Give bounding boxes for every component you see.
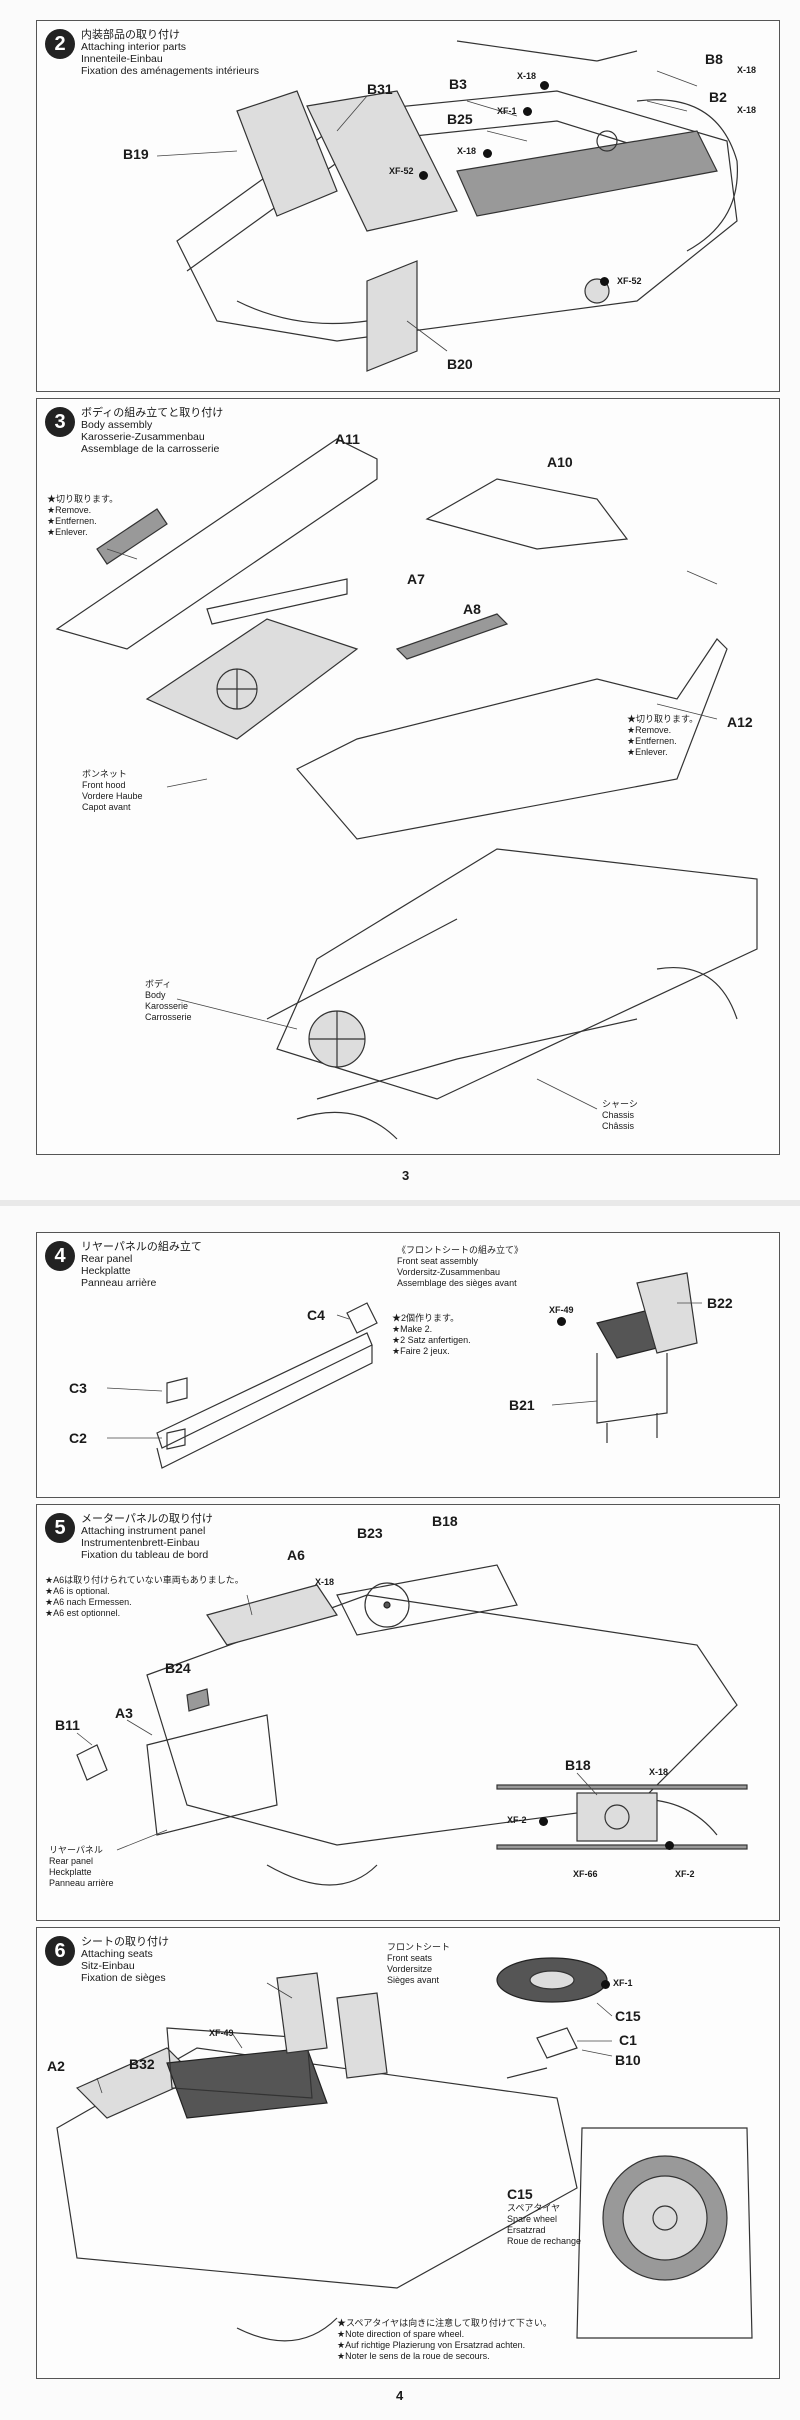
paint-xf52: XF-52 — [617, 276, 642, 286]
step-3-header: 3 ボディの組み立てと取り付け Body assembly Karosserie… — [45, 407, 223, 455]
spare-wheel-note: ★スペアタイヤは向きに注意して取り付けて下さい。 ★Note direction… — [337, 2318, 552, 2361]
part-b32: B32 — [129, 2056, 155, 2072]
part-b2: B2 — [709, 89, 727, 105]
step-number: 4 — [45, 1241, 75, 1271]
step-number: 5 — [45, 1513, 75, 1543]
step-5-panel: 5 メーターパネルの取り付け Attaching instrument pane… — [36, 1504, 780, 1921]
paint-dot — [539, 1817, 548, 1826]
step-4-header: 4 リヤーパネルの組み立て Rear panel Heckplatte Pann… — [45, 1241, 202, 1289]
paint-dot — [665, 1841, 674, 1850]
step-3-panel: 3 ボディの組み立てと取り付け Body assembly Karosserie… — [36, 398, 780, 1155]
part-b18-detail: B18 — [565, 1757, 591, 1773]
paint-xf49: XF-49 — [209, 2028, 234, 2038]
part-c2: C2 — [69, 1430, 87, 1446]
step-title: シートの取り付け Attaching seats Sitz-Einbau Fix… — [81, 1936, 169, 1984]
part-a6: A6 — [287, 1547, 305, 1563]
page-number: 4 — [396, 2388, 404, 2403]
page-3: 2 内装部品の取り付け Attaching interior parts Inn… — [0, 0, 800, 1200]
body-assembly-diagram — [55, 438, 758, 1140]
part-c4: C4 — [307, 1307, 325, 1323]
step-4-panel: 4 リヤーパネルの組み立て Rear panel Heckplatte Pann… — [36, 1232, 780, 1498]
rear-panel-diagram — [106, 1272, 702, 1469]
part-b10: B10 — [615, 2052, 641, 2068]
page-number: 3 — [402, 1168, 410, 1183]
paint-xf1: XF-1 — [613, 1978, 633, 1988]
part-a10: A10 — [547, 454, 573, 470]
part-b20: B20 — [447, 356, 473, 372]
remove-note-right: ★切り取ります。 ★Remove. ★Entfernen. ★Enlever. — [627, 714, 699, 757]
paint-dot — [601, 1980, 610, 1989]
part-c3: C3 — [69, 1380, 87, 1396]
rear-panel-caption: リヤーパネル Rear panel Heckplatte Panneau arr… — [49, 1845, 114, 1888]
front-seats-caption: フロントシート Front seats Vordersitze Sièges a… — [387, 1942, 451, 1985]
step-6-panel: 6 シートの取り付け Attaching seats Sitz-Einbau F… — [36, 1927, 780, 2379]
paint-dot — [557, 1317, 566, 1326]
step-number: 3 — [45, 407, 75, 437]
paint-x18: X-18 — [737, 65, 757, 75]
part-b22: B22 — [707, 1295, 733, 1311]
step-title: リヤーパネルの組み立て Rear panel Heckplatte Pannea… — [81, 1241, 202, 1289]
part-b23: B23 — [357, 1525, 383, 1541]
part-b21: B21 — [509, 1397, 535, 1413]
part-a11: A11 — [335, 431, 360, 447]
step-2-header: 2 内装部品の取り付け Attaching interior parts Inn… — [45, 29, 259, 77]
part-b31: B31 — [367, 81, 393, 97]
part-b19: B19 — [123, 146, 149, 162]
part-b25: B25 — [447, 111, 473, 127]
step-title: ボディの組み立てと取り付け Body assembly Karosserie-Z… — [81, 407, 224, 455]
seats-spare-wheel-diagram — [56, 1957, 753, 2342]
paint-xf2: XF-2 — [675, 1869, 695, 1879]
step-number: 6 — [45, 1936, 75, 1966]
part-c15-spare: C15 — [507, 2186, 533, 2202]
part-c15: C15 — [615, 2008, 641, 2024]
remove-note-left: ★切り取ります。 ★Remove. ★Entfernen. ★Enlever. — [47, 494, 119, 537]
part-b18: B18 — [432, 1513, 458, 1529]
interior-parts-diagram — [156, 40, 739, 372]
part-c1: C1 — [619, 2032, 637, 2048]
paint-dot — [540, 81, 549, 90]
step-5-header: 5 メーターパネルの取り付け Attaching instrument pane… — [45, 1513, 213, 1561]
make-two-note: ★2個作ります。 ★Make 2. ★2 Satz anfertigen. ★F… — [392, 1313, 471, 1356]
paint-x18: X-18 — [649, 1767, 669, 1777]
paint-x18: X-18 — [315, 1577, 335, 1587]
paint-dot — [419, 171, 428, 180]
spare-wheel-caption: スペアタイヤ Spare wheel Ersatzrad Roue de rec… — [507, 2203, 582, 2246]
front-seat-caption: 《フロントシートの組み立て》 Front seat assembly Vorde… — [397, 1245, 524, 1288]
chassis-caption: シャーシ Chassis Châssis — [602, 1099, 638, 1131]
step-title: メーターパネルの取り付け Attaching instrument panel … — [81, 1513, 213, 1561]
instrument-panel-diagram — [76, 1564, 748, 1886]
step-number: 2 — [45, 29, 75, 59]
paint-xf1: XF-1 — [497, 106, 517, 116]
paint-xf49: XF-49 — [549, 1305, 574, 1315]
part-b11: B11 — [55, 1717, 80, 1733]
paint-x18: X-18 — [457, 146, 477, 156]
paint-dot — [523, 107, 532, 116]
step-2-panel: 2 内装部品の取り付け Attaching interior parts Inn… — [36, 20, 780, 392]
body-caption: ボディ Body Karosserie Carrosserie — [145, 979, 192, 1022]
step-title: 内装部品の取り付け Attaching interior parts Innen… — [81, 29, 260, 77]
paint-xf2: XF-2 — [507, 1815, 527, 1825]
a6-optional-note: ★A6は取り付けられていない車両もありました。 ★A6 is optional.… — [45, 1575, 244, 1618]
part-a7: A7 — [407, 571, 425, 587]
part-a2: A2 — [47, 2058, 65, 2074]
paint-dot — [483, 149, 492, 158]
part-b24: B24 — [165, 1660, 191, 1676]
part-a3: A3 — [115, 1705, 133, 1721]
hood-caption: ボンネット Front hood Vordere Haube Capot ava… — [82, 769, 143, 812]
page-4: 4 リヤーパネルの組み立て Rear panel Heckplatte Pann… — [0, 1206, 800, 2420]
paint-x18: X-18 — [737, 105, 757, 115]
part-b3: B3 — [449, 76, 467, 92]
step-6-header: 6 シートの取り付け Attaching seats Sitz-Einbau F… — [45, 1936, 169, 1984]
paint-xf66: XF-66 — [573, 1869, 598, 1879]
part-a12: A12 — [727, 714, 753, 730]
paint-dot — [600, 277, 609, 286]
part-b8: B8 — [705, 51, 723, 67]
part-a8: A8 — [463, 601, 481, 617]
paint-x18: X-18 — [517, 71, 537, 81]
paint-xf52: XF-52 — [389, 166, 414, 176]
